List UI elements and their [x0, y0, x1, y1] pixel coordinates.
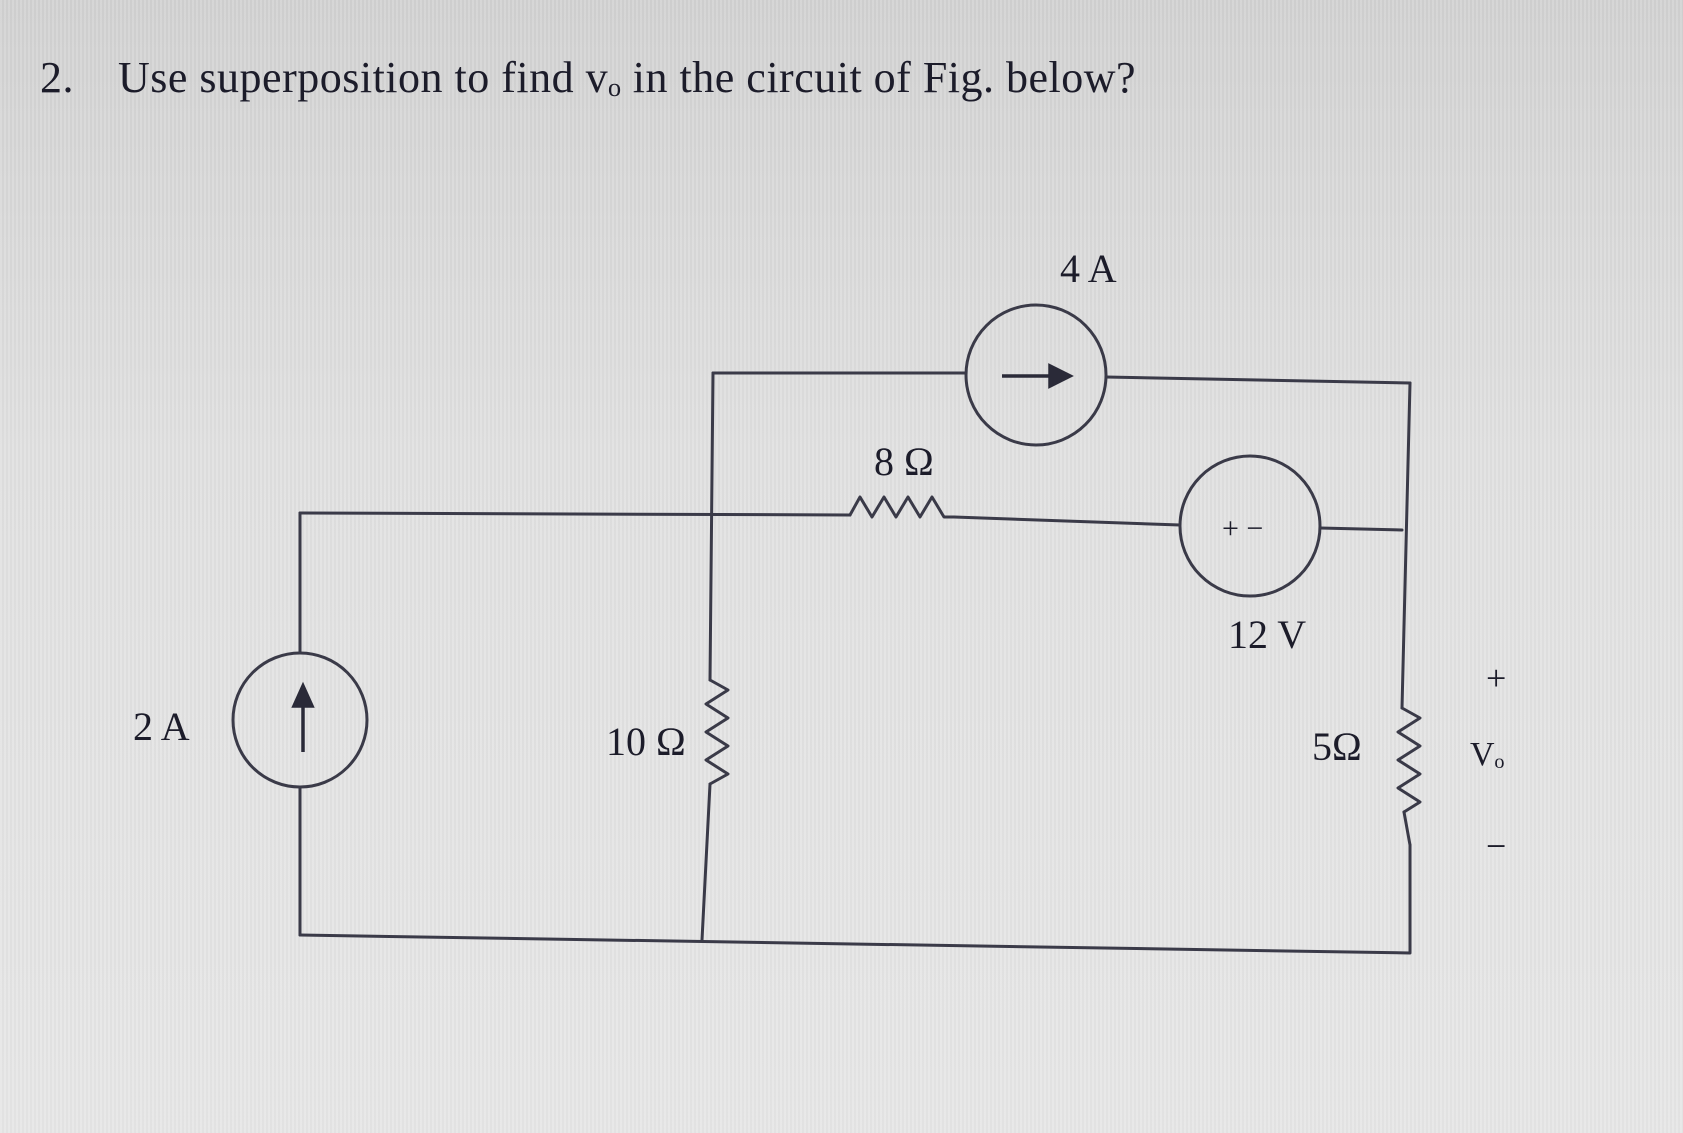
- wire-right-bottom: [1402, 810, 1412, 847]
- question-heading: 2. Use superposition to find vₒ in the ci…: [40, 52, 1136, 103]
- wire-top-right: [1104, 375, 1412, 385]
- resistor-5ohm: [1396, 706, 1422, 814]
- wire-middle-right: [952, 515, 1182, 527]
- wire-center-top: [708, 371, 715, 682]
- wire-right-top: [1400, 381, 1412, 710]
- wire-middle-left: [298, 511, 852, 517]
- label-2a: 2 A: [133, 704, 190, 749]
- resistor-8ohm: [848, 495, 956, 519]
- current-source-4a: [964, 303, 1108, 447]
- wire-bottom: [298, 843, 1412, 955]
- label-5ohm: 5Ω: [1312, 724, 1362, 769]
- output-plus: +: [1486, 658, 1506, 698]
- label-4a: 4 A: [1060, 246, 1117, 291]
- label-10ohm: 10 Ω: [606, 719, 686, 764]
- output-minus: −: [1486, 826, 1506, 866]
- resistor-10ohm: [704, 678, 730, 786]
- output-label: Vₒ: [1470, 736, 1505, 773]
- label-8ohm: 8 Ω: [874, 439, 934, 484]
- voltage-polarity: + −: [1222, 512, 1263, 545]
- question-text: Use superposition to find vₒ in the circ…: [118, 53, 1137, 102]
- question-number: 2.: [40, 53, 74, 102]
- wire-center-bottom: [700, 782, 712, 942]
- wire-middle-far-right: [1318, 526, 1404, 532]
- label-12v: 12 V: [1228, 612, 1306, 657]
- right-arrow-head: [1048, 363, 1074, 389]
- current-source-2a: [231, 651, 369, 789]
- voltage-source-12v: [1178, 454, 1322, 598]
- up-arrow-head: [291, 681, 315, 708]
